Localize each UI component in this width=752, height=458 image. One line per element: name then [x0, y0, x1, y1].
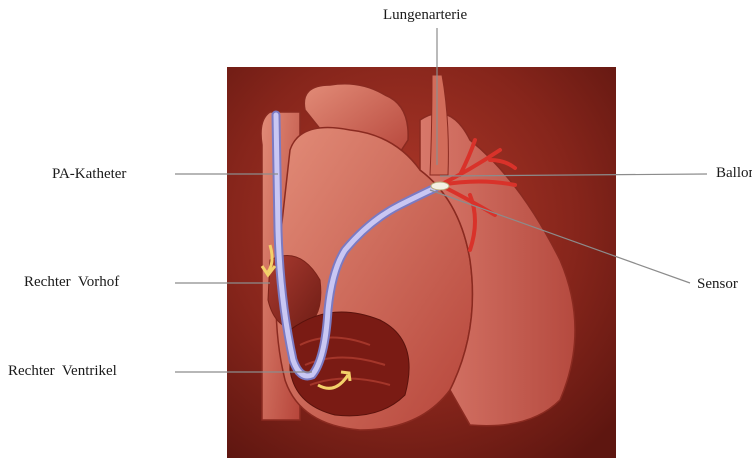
label-right-ventricle: Rechter Ventrikel	[8, 362, 117, 380]
label-sensor: Sensor	[697, 275, 738, 293]
label-pa-catheter: PA-Katheter	[52, 165, 126, 183]
label-pulmonary-artery: Lungenarterie	[383, 6, 467, 24]
balloon-tip	[431, 182, 449, 190]
label-right-atrium: Rechter Vorhof	[24, 273, 119, 291]
label-balloon: Ballon	[716, 164, 752, 182]
